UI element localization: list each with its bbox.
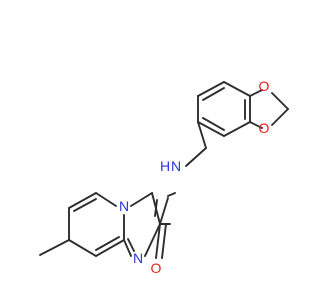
atom-o-ring1: O (259, 78, 270, 94)
bond (223, 81, 251, 97)
bond (127, 238, 135, 252)
bond (185, 147, 207, 167)
bond (249, 89, 263, 97)
bond (223, 121, 251, 137)
bond (197, 121, 207, 149)
bond (197, 121, 225, 137)
atom-h: H (160, 158, 170, 174)
atom-o-ring2: O (259, 120, 270, 136)
molecule-structure: N N N H O O O (39, 78, 289, 276)
atom-labels: N N N H O O O (119, 78, 270, 276)
bond (95, 239, 125, 257)
bond (95, 236, 120, 251)
bonds (39, 81, 289, 259)
atom-n-imine: N (133, 250, 143, 266)
bond (197, 81, 225, 97)
bond (68, 192, 97, 209)
bond (161, 223, 167, 259)
bond (144, 223, 161, 257)
molecule-canvas: N N N H O O O (39, 78, 289, 276)
bond (130, 192, 153, 207)
bond (68, 239, 97, 257)
bond (249, 121, 263, 129)
bond (73, 198, 97, 212)
bond (271, 92, 289, 110)
bond (154, 199, 158, 217)
atom-o-carbonyl: O (151, 260, 162, 276)
bond (167, 192, 176, 197)
bond (123, 239, 132, 257)
bond (155, 223, 161, 259)
bond (271, 108, 289, 126)
bond (202, 117, 225, 131)
atom-nh: N (171, 158, 181, 174)
bond (202, 87, 225, 101)
atom-n-ring: N (119, 198, 129, 214)
bond (159, 197, 169, 225)
bond (95, 192, 117, 207)
bond (39, 239, 70, 256)
